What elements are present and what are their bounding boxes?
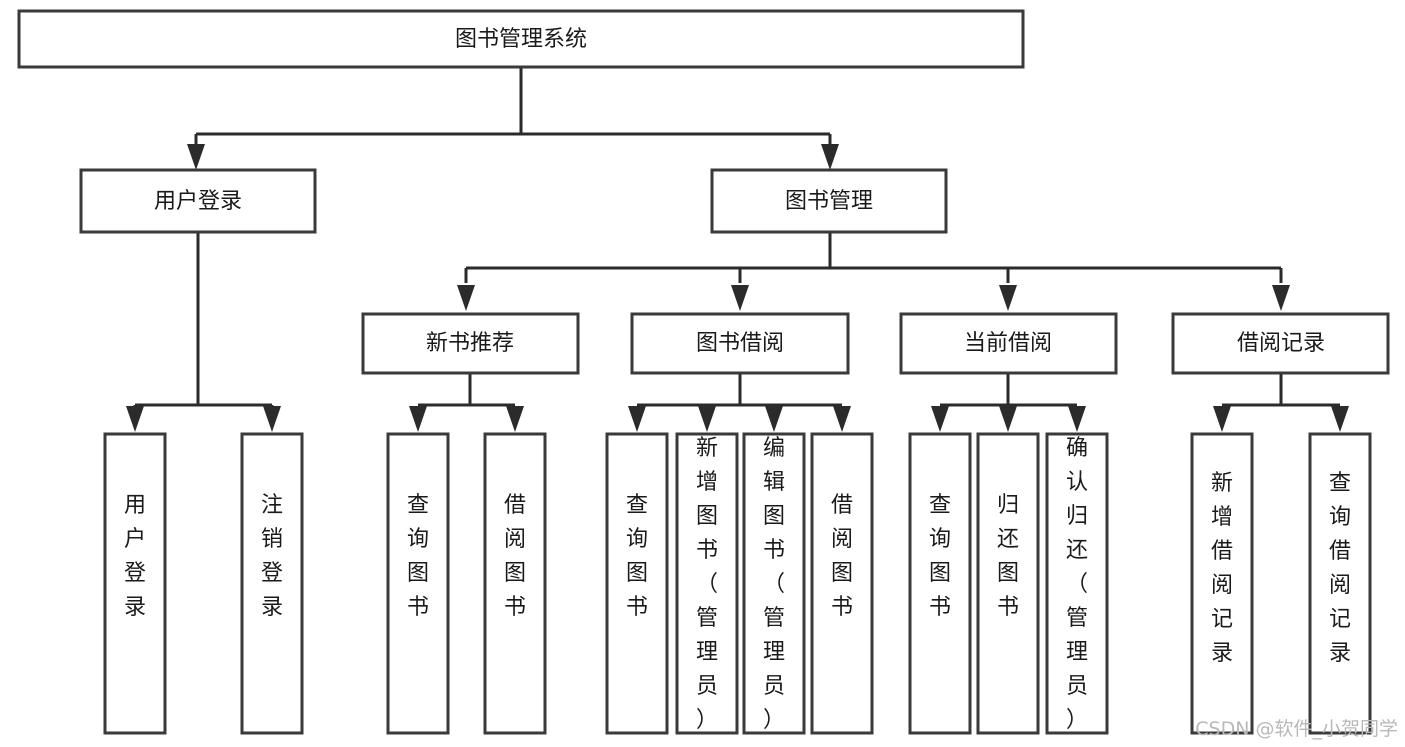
leaf-query-book-1-label: 查询图书 xyxy=(407,493,429,620)
arrow-to-leaf-borrow-book-2 xyxy=(833,406,851,432)
arrow-to-leaf-return-book xyxy=(999,406,1017,432)
leaf-query-book-3-label: 查询图书 xyxy=(929,493,951,620)
leaf-add-book-box[interactable] xyxy=(675,432,739,735)
leaf-edit-book[interactable]: 编辑图书（管理员） xyxy=(742,432,806,735)
leaf-query-book-1-box[interactable] xyxy=(386,432,450,735)
arrow-to-leaf-query-record xyxy=(1331,406,1349,432)
node-borrow-record[interactable]: 借阅记录 xyxy=(1171,312,1390,375)
arrow-to-leaf-edit-book xyxy=(765,406,783,432)
node-book-borrow[interactable]: 图书借阅 xyxy=(630,312,850,375)
leaf-borrow-book-1-label: 借阅图书 xyxy=(504,493,526,620)
leaf-query-book-2-box[interactable] xyxy=(605,432,669,735)
leaf-user-login[interactable]: 用户登录 xyxy=(103,432,167,735)
node-borrow-record-box[interactable] xyxy=(1171,312,1390,375)
leaf-borrow-book-2-label: 借阅图书 xyxy=(831,493,853,620)
node-new-book-recommend-box[interactable] xyxy=(361,312,580,375)
leaf-edit-book-label: 编辑图书（管理员） xyxy=(763,436,785,733)
leaf-borrow-book-1-box[interactable] xyxy=(483,432,547,735)
node-current-borrow-label: 当前借阅 xyxy=(964,331,1052,356)
leaf-add-record-label: 新增借阅记录 xyxy=(1211,471,1233,666)
leaf-query-book-2[interactable]: 查询图书 xyxy=(605,432,669,735)
node-new-book-recommend[interactable]: 新书推荐 xyxy=(361,312,580,375)
leaf-add-book[interactable]: 新增图书（管理员） xyxy=(675,432,739,735)
node-user-login-label: 用户登录 xyxy=(154,189,242,214)
arrow-to-new-book-recommend xyxy=(457,285,475,311)
leaf-user-logout-label: 注销登录 xyxy=(261,493,283,620)
leaf-query-book-1[interactable]: 查询图书 xyxy=(386,432,450,735)
node-user-login-box[interactable] xyxy=(79,168,317,234)
arrow-to-leaf-query-book-3 xyxy=(931,406,949,432)
leaf-borrow-book-1[interactable]: 借阅图书 xyxy=(483,432,547,735)
leaf-confirm-return-box[interactable] xyxy=(1045,432,1109,735)
leaf-query-book-2-label: 查询图书 xyxy=(626,493,648,620)
node-current-borrow-box[interactable] xyxy=(899,312,1118,375)
arrow-to-user-login xyxy=(187,144,205,170)
leaf-confirm-return-label: 确认归还（管理员） xyxy=(1066,436,1088,733)
leaf-query-record[interactable]: 查询借阅记录 xyxy=(1308,432,1372,735)
leaf-add-book-label: 新增图书（管理员） xyxy=(696,436,718,733)
node-book-manage-box[interactable] xyxy=(710,168,948,234)
leaf-borrow-book-2[interactable]: 借阅图书 xyxy=(810,432,874,735)
leaf-query-book-3-box[interactable] xyxy=(908,432,972,735)
leaf-return-book[interactable]: 归还图书 xyxy=(976,432,1040,735)
node-book-borrow-box[interactable] xyxy=(630,312,850,375)
leaf-borrow-book-2-box[interactable] xyxy=(810,432,874,735)
node-book-manage[interactable]: 图书管理 xyxy=(710,168,948,234)
leaf-query-record-label: 查询借阅记录 xyxy=(1329,471,1351,666)
arrow-to-leaf-add-book xyxy=(698,406,716,432)
node-borrow-record-label: 借阅记录 xyxy=(1237,331,1325,356)
arrow-to-leaf-user-logout xyxy=(263,406,281,432)
arrow-to-book-borrow xyxy=(731,285,749,311)
leaf-add-record-box[interactable] xyxy=(1190,432,1254,735)
leaf-user-login-label: 用户登录 xyxy=(124,493,146,620)
arrow-to-leaf-query-book-1 xyxy=(409,406,427,432)
arrow-to-leaf-borrow-book-1 xyxy=(506,406,524,432)
leaf-confirm-return[interactable]: 确认归还（管理员） xyxy=(1045,432,1109,735)
leaf-add-record[interactable]: 新增借阅记录 xyxy=(1190,432,1254,735)
connector-layer xyxy=(126,67,1349,432)
node-root[interactable]: 图书管理系统 xyxy=(17,9,1025,69)
arrow-to-leaf-query-book-2 xyxy=(628,406,646,432)
leaf-user-logout[interactable]: 注销登录 xyxy=(240,432,304,735)
node-new-book-recommend-label: 新书推荐 xyxy=(426,331,514,356)
node-book-borrow-label: 图书借阅 xyxy=(696,331,784,356)
arrow-to-book-manage xyxy=(821,144,839,170)
leaf-edit-book-box[interactable] xyxy=(742,432,806,735)
node-book-manage-label: 图书管理 xyxy=(785,189,873,214)
leaf-query-record-box[interactable] xyxy=(1308,432,1372,735)
leaf-return-book-box[interactable] xyxy=(976,432,1040,735)
leaf-user-login-box[interactable] xyxy=(103,432,167,735)
leaf-query-book-3[interactable]: 查询图书 xyxy=(908,432,972,735)
node-root-label: 图书管理系统 xyxy=(455,27,587,52)
arrow-to-leaf-user-login xyxy=(126,406,144,432)
arrow-to-leaf-add-record xyxy=(1213,406,1231,432)
node-current-borrow[interactable]: 当前借阅 xyxy=(899,312,1118,375)
leaf-user-logout-box[interactable] xyxy=(240,432,304,735)
csdn-watermark: CSDN @软件_小贺同学 xyxy=(1195,718,1398,740)
node-root-box[interactable] xyxy=(17,9,1025,69)
leaf-return-book-label: 归还图书 xyxy=(997,493,1019,620)
arrow-to-borrow-record xyxy=(1272,285,1290,311)
arrow-to-leaf-confirm-return xyxy=(1068,406,1086,432)
arrow-to-current-borrow xyxy=(999,285,1017,311)
node-user-login[interactable]: 用户登录 xyxy=(79,168,317,234)
